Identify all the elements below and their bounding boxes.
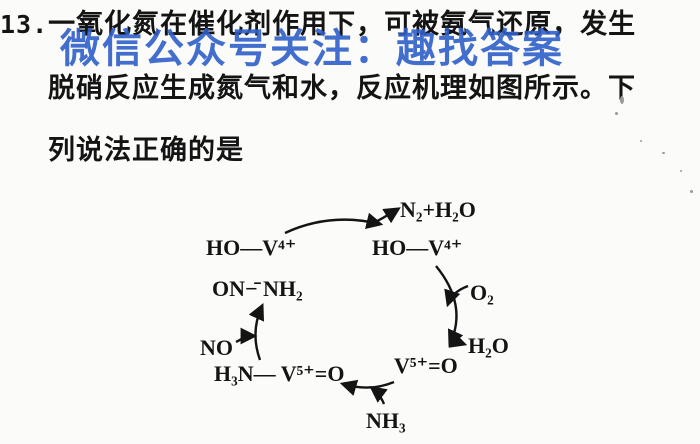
arrow-top bbox=[284, 212, 384, 235]
scan-speck bbox=[615, 112, 618, 115]
arrow-right bbox=[435, 265, 464, 348]
product-n2-h2o: N₂+H₂O bbox=[400, 197, 476, 222]
arrow-left bbox=[248, 302, 265, 361]
species-v5-o: V⁵⁺=O bbox=[394, 353, 458, 378]
watermark: 微信公众号关注：趣找答案 bbox=[60, 26, 564, 72]
question-text-1: 一氧化氮在催化剂作用下，可被氨气还原，发生 bbox=[48, 9, 637, 40]
scan-speck bbox=[680, 170, 682, 172]
reactant-nh3: NH₃ bbox=[366, 408, 406, 433]
arrow-o2-in bbox=[444, 284, 469, 308]
question-line-1: 13.一氧化氮在催化剂作用下，可被氨气还原，发生 bbox=[0, 2, 636, 41]
scan-speck bbox=[690, 190, 693, 193]
reactant-no: NO bbox=[200, 335, 233, 360]
question-number: 13. bbox=[0, 10, 49, 39]
arrow-no-in bbox=[235, 327, 258, 345]
scan-speck bbox=[640, 140, 642, 142]
product-h2o: H₂O bbox=[468, 333, 509, 358]
arrow-nh3-in bbox=[369, 385, 388, 405]
arrow-release-n2-h2o bbox=[371, 207, 401, 226]
species-h3n-v5-o: H₃N— V⁵⁺=O bbox=[214, 361, 344, 386]
reactant-o2: O₂ bbox=[470, 280, 494, 305]
arrow-h2o-out bbox=[448, 331, 468, 348]
scan-speck bbox=[662, 152, 665, 154]
species-ho-v4-left: HO—V⁴⁺ bbox=[206, 235, 296, 260]
species-ho-v4-right: HO—V⁴⁺ bbox=[372, 235, 462, 260]
question-line-2: 脱硝反应生成氮气和水，反应机理如图所示。下 bbox=[48, 73, 636, 104]
arrow-bottom bbox=[339, 379, 395, 396]
scan-speck bbox=[620, 96, 624, 104]
species-on-nh2: ON−̄ NH₂ bbox=[212, 276, 303, 301]
question-line-3: 列说法正确的是 bbox=[48, 135, 244, 166]
